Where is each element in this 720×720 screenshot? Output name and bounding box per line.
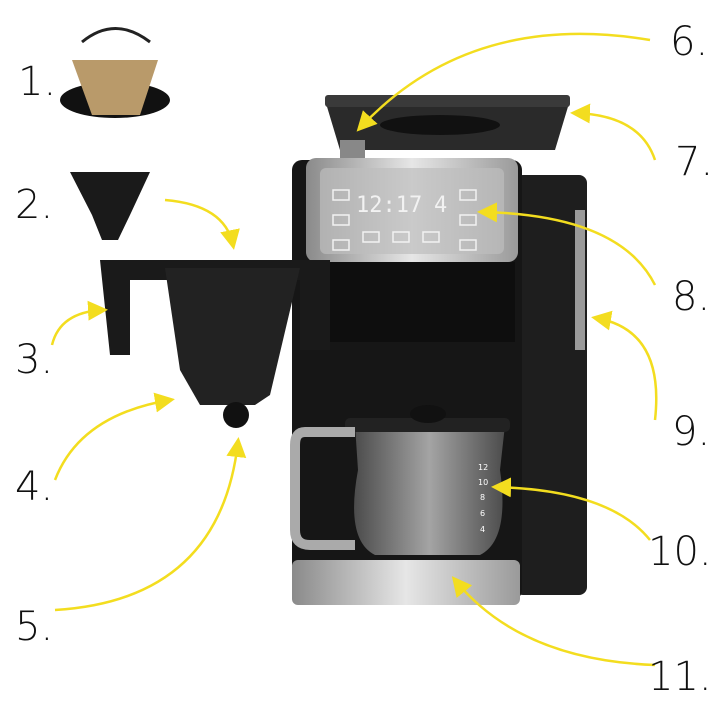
label-4: 4. (15, 464, 54, 510)
permanent-filter (60, 27, 170, 118)
label-10: 10. (648, 529, 712, 575)
drip-stop-valve (223, 402, 249, 428)
arrow-8 (477, 202, 657, 286)
svg-text:6: 6 (480, 509, 485, 518)
timer-button[interactable] (332, 214, 350, 226)
carafe-scale: 12 10 8 6 4 (478, 463, 488, 534)
label-2: 2. (15, 182, 54, 228)
grinder-dial (340, 140, 365, 158)
program-button[interactable] (332, 239, 350, 251)
arrow-4 (53, 392, 175, 481)
arrow-2 (164, 198, 240, 250)
water-level-window (575, 210, 585, 350)
label-6: 6. (670, 19, 709, 65)
label-3: 3. (15, 337, 54, 383)
display-cups: 4 (434, 193, 447, 218)
coffee-machine: 12:17 4 12 10 8 6 4 (290, 95, 587, 605)
filter-compartment (300, 262, 515, 342)
cup-button[interactable] (459, 214, 477, 226)
svg-text:8: 8 (480, 493, 485, 502)
arrow-7 (570, 103, 657, 161)
arrow-10 (491, 477, 651, 541)
svg-text:4: 4 (480, 525, 485, 534)
label-8: 8. (672, 274, 711, 320)
label-1: 1. (18, 59, 57, 105)
beans-button[interactable] (459, 239, 477, 251)
grind-button[interactable] (392, 231, 410, 243)
label-7: 7. (675, 139, 714, 185)
label-9: 9. (672, 409, 711, 455)
arrow-3 (50, 300, 108, 346)
arrow-9 (591, 310, 658, 421)
svg-text:10: 10 (478, 478, 488, 487)
arrow-11 (451, 576, 656, 667)
arrow-5 (54, 437, 247, 612)
filter-holder (100, 260, 330, 428)
hopper-lid (325, 95, 570, 107)
warming-plate-base (292, 560, 520, 605)
label-5: 5. (15, 604, 54, 650)
display-time: 12:17 (356, 193, 422, 218)
label-11: 11. (648, 654, 712, 700)
svg-text:12: 12 (478, 463, 488, 472)
strength-button[interactable] (362, 231, 380, 243)
callout-arrows (50, 32, 658, 667)
filter-funnel (70, 172, 150, 240)
arrow-6 (356, 32, 651, 132)
glass-carafe (290, 405, 510, 555)
clean-button[interactable] (459, 189, 477, 201)
power-button[interactable] (332, 189, 350, 201)
auto-button[interactable] (422, 231, 440, 243)
